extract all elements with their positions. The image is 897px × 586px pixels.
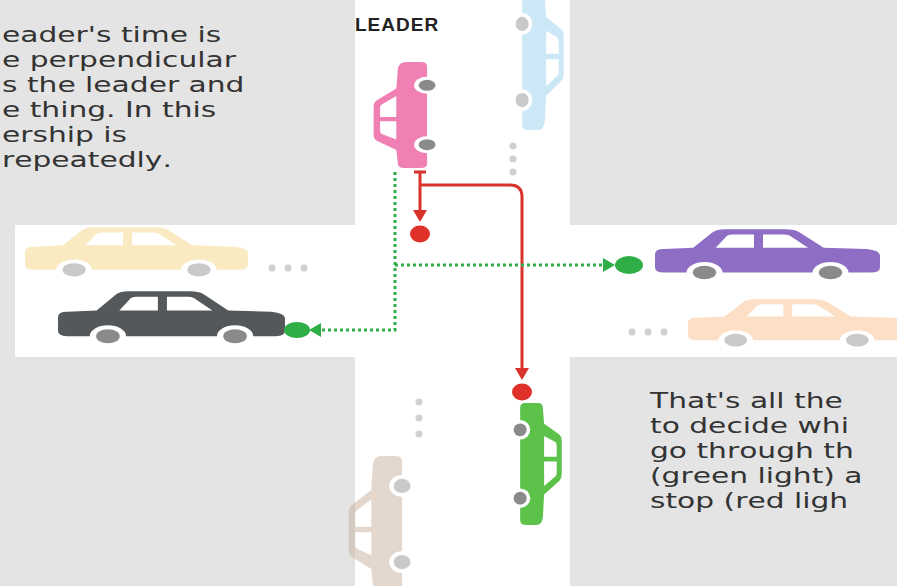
- go-signal: [284, 172, 643, 338]
- queue-dot: [285, 265, 292, 272]
- queue-dot: [416, 415, 423, 422]
- explanation-note: eader's time is e perpendicular s the le…: [2, 22, 247, 172]
- leader-car: [374, 62, 440, 168]
- queue-dot: [269, 265, 276, 272]
- queue-dot: [416, 399, 423, 406]
- queue-dot: [416, 431, 423, 438]
- queued-car: [349, 456, 415, 586]
- queue-dot: [661, 329, 668, 336]
- queue-dot: [510, 143, 517, 150]
- go-car: [655, 229, 880, 283]
- go-arrow-head: [603, 258, 615, 272]
- queue-dot: [510, 169, 517, 176]
- queued-car: [25, 227, 248, 280]
- queue-dot: [629, 329, 636, 336]
- go-arrow-line: [395, 264, 603, 267]
- stop-signal: [410, 172, 532, 401]
- red-light: [512, 384, 532, 401]
- queued-car: [688, 299, 897, 350]
- queue-dots: [269, 143, 668, 438]
- queue-dot: [301, 265, 308, 272]
- go-arrow-line: [322, 172, 395, 330]
- stopped-car: [510, 403, 562, 525]
- stop-arrow-line: [420, 185, 522, 370]
- stop-arrow-line: [419, 172, 422, 212]
- green-light: [615, 256, 643, 274]
- go-car: [58, 291, 285, 347]
- explanation-note: That's all the to decide whi go through …: [650, 388, 871, 513]
- leader-label: LEADER: [355, 14, 439, 36]
- stop-arrow-head: [515, 368, 529, 380]
- go-arrow-head: [309, 323, 321, 337]
- green-light: [284, 322, 310, 338]
- queue-dot: [645, 329, 652, 336]
- queued-car: [512, 0, 564, 130]
- queue-dot: [510, 156, 517, 163]
- red-light: [410, 226, 430, 243]
- stop-arrow-head: [413, 210, 427, 222]
